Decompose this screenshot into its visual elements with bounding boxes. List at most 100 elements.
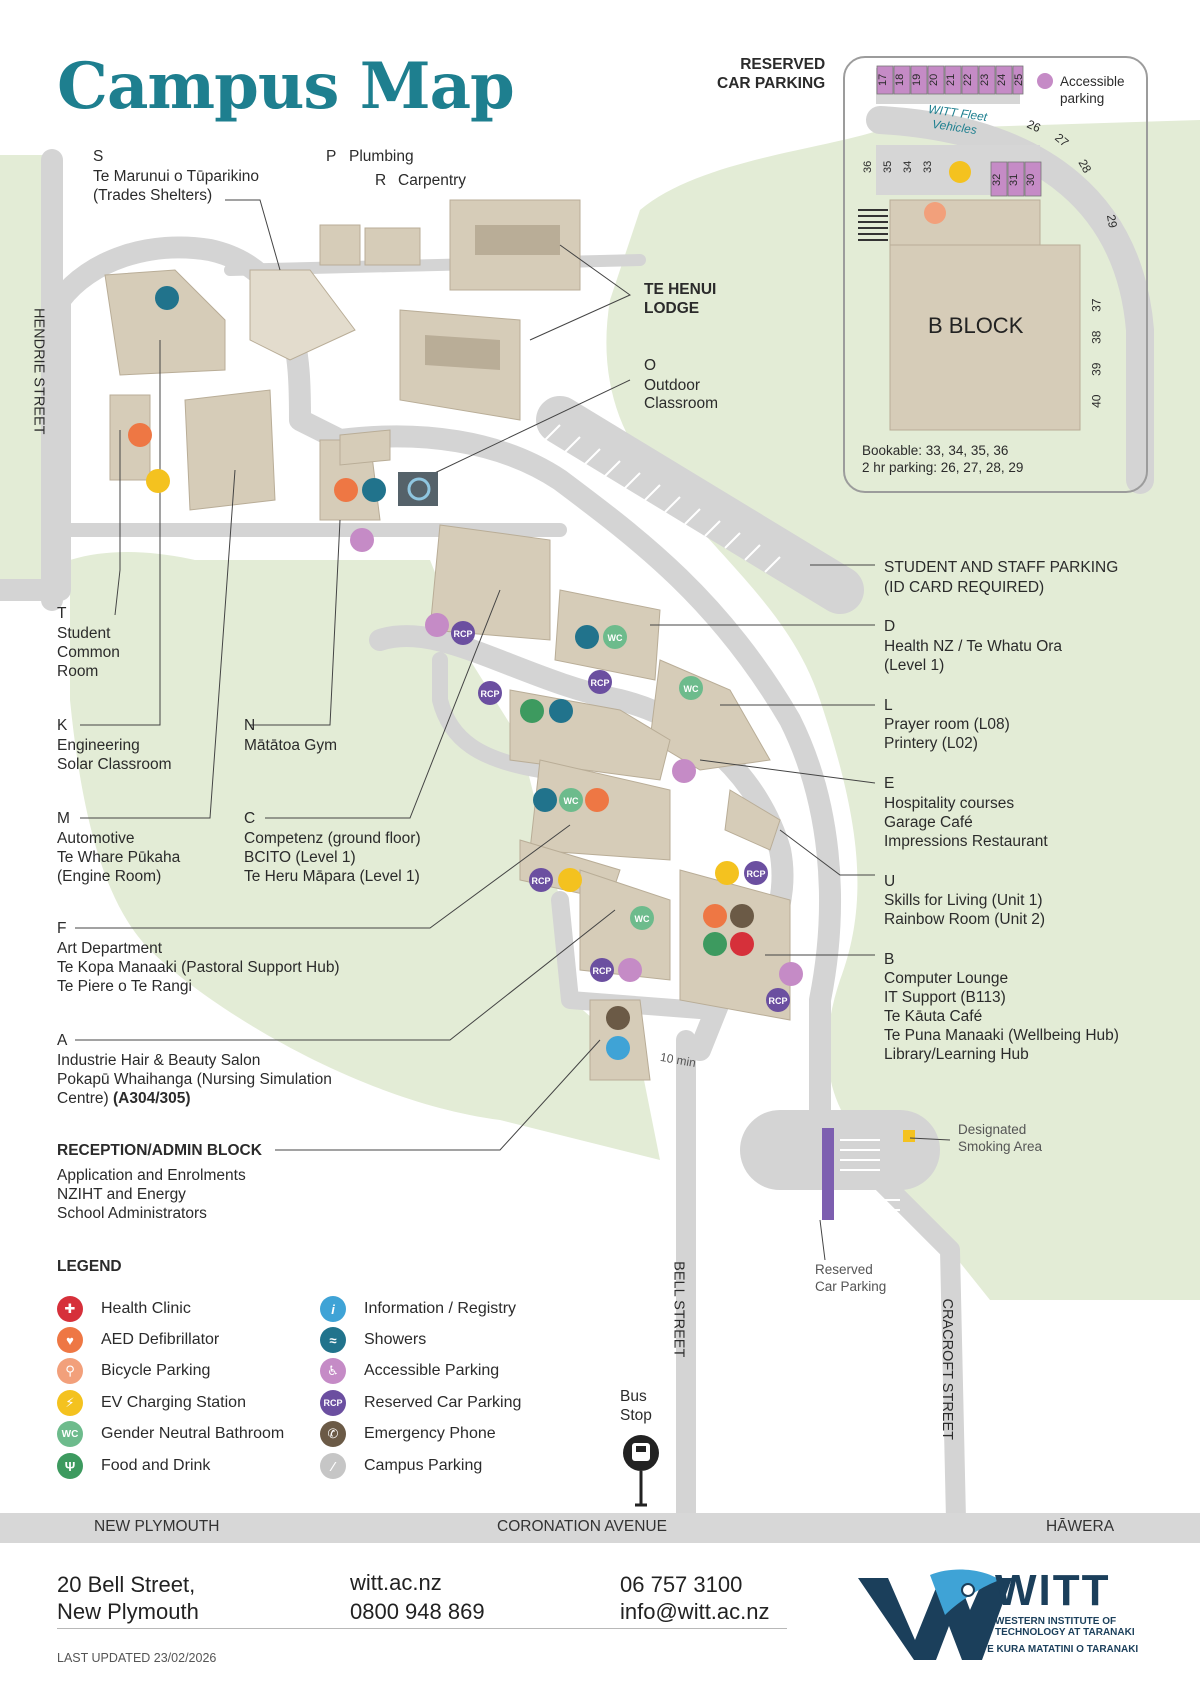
legend-item: Ψ Food and Drink [57, 1453, 210, 1479]
label-reception-line1: Application and Enrolments [57, 1167, 246, 1184]
label-k-line1: Engineering [57, 737, 140, 754]
svg-text:RCP: RCP [480, 689, 499, 699]
bay-number: 18 [894, 73, 906, 87]
legend-label: Campus Parking [364, 1457, 483, 1474]
label-smoking-line1: Designated [958, 1122, 1027, 1137]
label-b-line4: Te Puna Manaaki (Wellbeing Hub) [884, 1027, 1119, 1044]
legend-label: AED Defibrillator [101, 1331, 220, 1348]
rcp-icon: RCP [320, 1390, 346, 1416]
bay-number: 19 [911, 73, 923, 87]
legend-item: ♥ AED Defibrillator [57, 1327, 220, 1353]
inset-top-bays: 17 18 19 20 21 22 23 24 25 [877, 66, 1030, 94]
bay-number: 32 [991, 173, 1003, 187]
bay-number: 38 [1089, 330, 1104, 344]
bay-number: 21 [945, 73, 957, 87]
legend-item: RCP Reserved Car Parking [320, 1390, 522, 1416]
label-n-letter: N [244, 717, 256, 734]
label-s-line2: (Trades Shelters) [93, 187, 213, 204]
reserved-car-parking-label: RESERVED CAR PARKING [717, 56, 826, 92]
label-b-line3: Te Kāuta Café [884, 1008, 983, 1025]
label-t-line1: Student [57, 625, 111, 642]
logo-line2: TECHNOLOGY AT TARANAKI [995, 1627, 1135, 1638]
logo-line1: WESTERN INSTITUTE OF [995, 1616, 1117, 1627]
legend-item: ✆ Emergency Phone [320, 1421, 496, 1447]
label-a-line3b: (A304/305) [113, 1090, 191, 1107]
bay-number: 39 [1089, 362, 1104, 376]
label-m-line1: Automotive [57, 830, 135, 847]
label-reserved-small-line2: Car Parking [815, 1279, 887, 1294]
legend-item: ⚡ EV Charging Station [57, 1390, 246, 1416]
label-a-line3a: Centre) [57, 1090, 113, 1107]
svg-text:RCP: RCP [746, 869, 765, 879]
label-t-line2: Common [57, 644, 120, 661]
label-k-letter: K [57, 717, 68, 734]
label-u-line2: Rainbow Room (Unit 2) [884, 911, 1046, 928]
bay-number: 31 [1008, 173, 1020, 187]
street-bell: BELL STREET [670, 1261, 687, 1358]
label-c-line1: Competenz (ground floor) [244, 830, 421, 847]
label-o-letter: O [644, 357, 657, 374]
label-d-line2: (Level 1) [884, 657, 945, 674]
aed-icon: ♥ [57, 1327, 83, 1353]
page-title: Campus Map [57, 49, 515, 124]
legend-label: Reserved Car Parking [364, 1394, 522, 1411]
information-icon: i [320, 1296, 346, 1322]
label-p-name: Plumbing [349, 148, 414, 165]
emergency-phone-icon: ✆ [320, 1421, 346, 1447]
legend-item: ⚲ Bicycle Parking [57, 1358, 211, 1384]
bay-number: 20 [928, 73, 940, 87]
footer-divider [57, 1628, 787, 1629]
legend-item: ≈ Showers [320, 1327, 426, 1353]
accessible-icon: ♿ [320, 1358, 346, 1384]
label-c-line3: Te Heru Māpara (Level 1) [244, 868, 420, 885]
legend-item: i Information / Registry [320, 1296, 516, 1322]
inset-two-hr: 2 hr parking: 26, 27, 28, 29 [862, 460, 1024, 475]
legend-label: Emergency Phone [364, 1425, 496, 1442]
label-f-line1: Art Department [57, 940, 163, 957]
street-cracroft: CRACROFT STREET [939, 1298, 956, 1441]
label-n-line1: Mātātoa Gym [244, 737, 338, 754]
label-u-letter: U [884, 873, 896, 890]
footer-freephone: 0800 948 869 [350, 1599, 485, 1624]
footer-address-line2: New Plymouth [57, 1599, 199, 1624]
svg-text:WC: WC [608, 633, 623, 643]
legend-label: Bicycle Parking [101, 1362, 211, 1379]
svg-text:WC: WC [564, 796, 579, 806]
legend-label: EV Charging Station [101, 1394, 246, 1411]
label-reception-title: RECEPTION/ADMIN BLOCK [57, 1142, 262, 1159]
legend-item: ⁄ Campus Parking [320, 1453, 483, 1479]
food-icon: Ψ [57, 1453, 83, 1479]
label-te-henui-line2: LODGE [644, 300, 700, 317]
svg-text:WC: WC [635, 914, 650, 924]
inset-accessible-line1: Accessible [1060, 74, 1125, 89]
label-parking-line2: (ID CARD REQUIRED) [884, 579, 1045, 596]
logo-line3: TE KURA MATATINI O TARANAKI [981, 1644, 1139, 1655]
svg-text:RCP: RCP [590, 678, 609, 688]
label-e-line3: Impressions Restaurant [884, 833, 1048, 850]
footer-phone: 06 757 3100 [620, 1572, 743, 1597]
label-f-line3: Te Piere o Te Rangi [57, 978, 192, 995]
footer-address-line1: 20 Bell Street, [57, 1572, 196, 1597]
legend-item: ✚ Health Clinic [57, 1296, 191, 1322]
label-k-line2: Solar Classroom [57, 756, 172, 773]
footer-website[interactable]: witt.ac.nz [350, 1570, 442, 1595]
bay-number: 40 [1089, 394, 1104, 408]
legend-label: Health Clinic [101, 1300, 191, 1317]
svg-text:RCP: RCP [531, 876, 550, 886]
label-m-letter: M [57, 810, 70, 827]
inset-accessible-line2: parking [1060, 91, 1105, 106]
label-l-letter: L [884, 697, 893, 714]
ev-charging-icon: ⚡ [57, 1390, 83, 1416]
label-m-line2: Te Whare Pūkaha [57, 849, 181, 866]
bay-number: 36 [862, 160, 874, 174]
label-r-letter: R [375, 172, 387, 189]
bay-number: 24 [996, 73, 1008, 87]
label-reserved-small-line1: Reserved [815, 1262, 873, 1277]
legend-label: Gender Neutral Bathroom [101, 1425, 285, 1442]
bay-number: 22 [962, 73, 974, 87]
bay-number: 30 [1025, 173, 1037, 187]
coronation-avenue-bar [0, 1513, 1200, 1543]
footer-email[interactable]: info@witt.ac.nz [620, 1599, 770, 1624]
label-m-line3: (Engine Room) [57, 868, 162, 885]
label-a-line3: Centre) (A304/305) [57, 1090, 191, 1109]
